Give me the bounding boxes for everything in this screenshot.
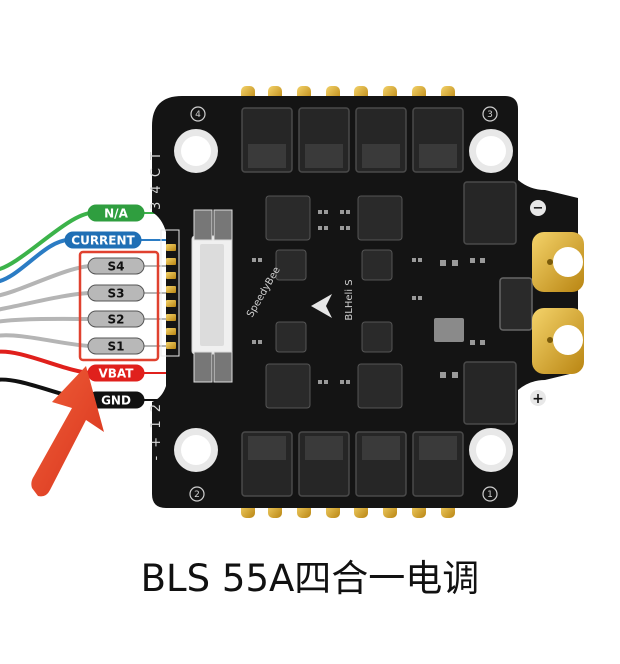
wire-s1 [0, 333, 93, 348]
wire-s2 [0, 316, 93, 324]
wire-label-vbat: VBAT [87, 364, 145, 382]
mount-label-2: 2 [194, 490, 200, 500]
wire-n-a [0, 211, 93, 271]
wire-label-current: CURRENT [64, 231, 142, 249]
wire-s3 [0, 291, 93, 312]
capacitors [193, 209, 233, 383]
driver-chips [252, 195, 533, 409]
wire-bundle [0, 211, 168, 402]
wire-label-s4: S4 [87, 257, 145, 275]
silk-label-bottom: - + 1 2 [149, 402, 164, 461]
signal-highlight-box [78, 250, 160, 362]
wire-vbat [0, 349, 93, 375]
product-caption: BLS 55A四合一电调 [140, 557, 480, 600]
mount-label-1: 1 [487, 490, 493, 500]
pointer-arrow-icon [31, 366, 104, 497]
wire-label-text: S2 [108, 313, 125, 327]
plus-label: + [532, 391, 544, 407]
mount-label-4: 4 [195, 110, 201, 120]
mounting-holes [174, 129, 513, 472]
wire-label-n-a: N/A [87, 204, 145, 222]
wire-s4 [0, 264, 93, 298]
wire-label-s2: S2 [87, 310, 145, 328]
wire-label-text: VBAT [99, 367, 135, 381]
wire-current [0, 238, 70, 283]
wire-label-s1: S1 [87, 337, 145, 355]
wire-label-text: GND [101, 394, 131, 408]
wire-label-text: N/A [104, 207, 128, 221]
wire-label-text: S1 [108, 340, 125, 354]
wire-label-s3: S3 [87, 284, 145, 302]
wire-label-text: S4 [108, 260, 125, 274]
signal-connector [160, 229, 233, 357]
minus-label: − [533, 201, 544, 216]
wire-label-gnd: GND [87, 391, 145, 409]
silk-label-top: 3 4 C T [149, 150, 164, 210]
firmware-label: BLHeli S [344, 279, 355, 320]
mount-label-3: 3 [487, 110, 493, 120]
mosfets-top [241, 107, 517, 497]
wire-label-text: S3 [108, 287, 125, 301]
power-pads [532, 232, 584, 374]
esc-board: 4 3 2 1 3 4 C T - + 1 2 [149, 86, 584, 518]
logo-arrow-icon [311, 294, 332, 318]
wire-label-text: CURRENT [71, 234, 135, 248]
